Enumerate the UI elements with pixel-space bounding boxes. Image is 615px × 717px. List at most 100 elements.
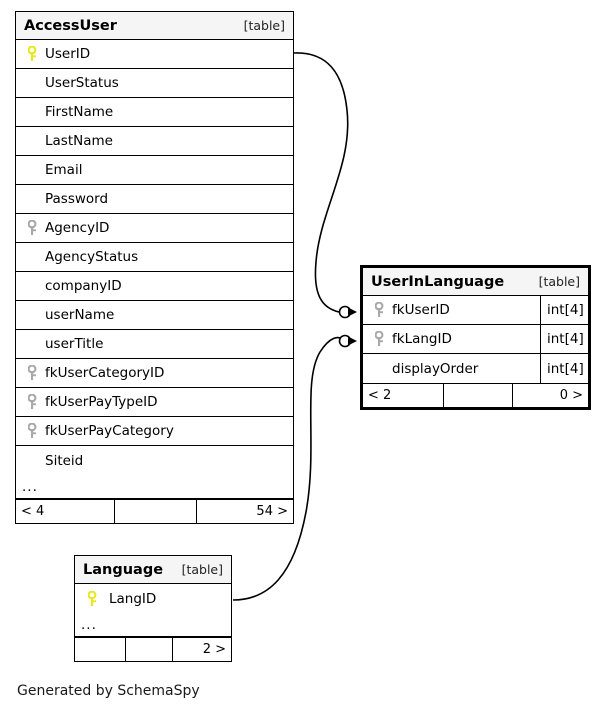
foreign-key-icon (23, 219, 43, 237)
column-name: FirstName (45, 104, 114, 120)
footer-middle (443, 384, 513, 407)
table-row[interactable]: displayOrder int[4] (363, 354, 588, 383)
column-name-cell: companyID (16, 277, 293, 295)
column-name: displayOrder (392, 360, 479, 377)
footer-parents-count[interactable]: < 4 (21, 504, 45, 519)
table-footer-accessuser: < 4 54 > (16, 499, 293, 523)
primary-key-icon (23, 45, 43, 63)
no-key-spacer (23, 132, 43, 150)
edge-endpoint-markers (338, 305, 357, 348)
column-name: fkUserCategoryID (45, 365, 165, 381)
column-name: fkLangID (392, 331, 452, 347)
more-columns-ellipsis: ... (75, 613, 231, 637)
table-row[interactable]: AgencyStatus (16, 243, 293, 272)
table-row[interactable]: fkUserPayTypeID (16, 388, 293, 417)
no-key-spacer (23, 248, 43, 266)
table-row[interactable]: AgencyID (16, 214, 293, 243)
column-name: userTitle (45, 336, 104, 352)
table-row[interactable]: fkUserCategoryID (16, 359, 293, 388)
column-type: int[4] (540, 325, 588, 353)
table-row[interactable]: fkLangID int[4] (363, 325, 588, 354)
column-name: Password (45, 191, 109, 207)
table-row[interactable]: UserID (16, 40, 293, 69)
table-row[interactable]: LastName (16, 127, 293, 156)
column-name: fkUserPayCategory (45, 423, 174, 439)
no-key-spacer (23, 161, 43, 179)
column-name: UserID (45, 46, 91, 62)
table-row[interactable]: userName (16, 301, 293, 330)
column-name-cell: userTitle (16, 335, 293, 353)
column-name: Email (45, 162, 83, 178)
table-row[interactable]: UserStatus (16, 69, 293, 98)
column-name: LastName (45, 133, 113, 149)
column-name-cell: LangID (75, 590, 231, 608)
table-node-language[interactable]: Language [table] LangID ... 2 > (74, 555, 232, 662)
footer-parents-count[interactable]: < 2 (368, 388, 392, 403)
primary-key-icon (79, 590, 107, 608)
column-name-cell: AgencyStatus (16, 248, 293, 266)
column-name: companyID (45, 278, 122, 294)
foreign-key-icon (23, 364, 43, 382)
foreign-key-icon (370, 301, 390, 319)
column-type: int[4] (540, 354, 588, 383)
column-name-cell: fkUserID (363, 301, 540, 319)
footer-children-count[interactable]: 2 > (202, 642, 226, 657)
no-key-spacer (23, 103, 43, 121)
table-footer-language: 2 > (75, 637, 231, 661)
column-name-cell: Siteid (16, 452, 293, 470)
table-name: AccessUser (24, 17, 117, 34)
column-name: LangID (109, 590, 157, 607)
table-type-tag: [table] (538, 273, 580, 289)
foreign-key-icon (23, 422, 43, 440)
foreign-key-icon (23, 393, 43, 411)
footer-children-count[interactable]: 54 > (256, 504, 288, 519)
column-name: UserStatus (45, 75, 119, 91)
table-row[interactable]: fkUserPayCategory (16, 417, 293, 446)
column-name-cell: FirstName (16, 103, 293, 121)
no-key-spacer (23, 190, 43, 208)
column-name-cell: userName (16, 306, 293, 324)
no-key-spacer (23, 306, 43, 324)
table-row[interactable]: userTitle (16, 330, 293, 359)
column-name: AgencyID (45, 220, 110, 236)
column-name: fkUserPayTypeID (45, 394, 158, 410)
footer-parents-count (75, 638, 125, 661)
footer-middle (114, 500, 197, 523)
column-type: int[4] (540, 296, 588, 324)
table-name: Language (83, 561, 164, 578)
more-columns-ellipsis: ... (16, 475, 293, 499)
table-row[interactable]: Siteid (16, 446, 293, 475)
column-list-language: LangID (75, 584, 231, 613)
foreign-key-icon (370, 330, 390, 348)
column-name-cell: LastName (16, 132, 293, 150)
table-header-userinlanguage[interactable]: UserInLanguage [table] (363, 268, 588, 296)
footer-middle (125, 638, 173, 661)
column-name-cell: Password (16, 190, 293, 208)
table-row[interactable]: Password (16, 185, 293, 214)
table-type-tag: [table] (181, 561, 223, 577)
table-row[interactable]: FirstName (16, 98, 293, 127)
no-key-spacer (23, 277, 43, 295)
no-key-spacer (23, 74, 43, 92)
table-row[interactable]: companyID (16, 272, 293, 301)
table-header-accessuser[interactable]: AccessUser [table] (16, 12, 293, 40)
edge-accessuser-userid-to-fkuserid (293, 52, 349, 313)
no-key-spacer (23, 452, 43, 470)
column-name: userName (45, 307, 115, 323)
table-name: UserInLanguage (371, 273, 505, 290)
column-name-cell: UserID (16, 45, 293, 63)
table-row[interactable]: LangID (75, 584, 231, 613)
diagram-caption: Generated by SchemaSpy (17, 683, 200, 699)
column-name-cell: displayOrder (363, 360, 540, 378)
footer-children-count[interactable]: 0 > (559, 388, 583, 403)
table-row[interactable]: Email (16, 156, 293, 185)
column-name-cell: fkLangID (363, 330, 540, 348)
table-type-tag: [table] (243, 17, 285, 33)
table-header-language[interactable]: Language [table] (75, 556, 231, 584)
column-name-cell: UserStatus (16, 74, 293, 92)
column-name-cell: fkUserPayCategory (16, 422, 293, 440)
